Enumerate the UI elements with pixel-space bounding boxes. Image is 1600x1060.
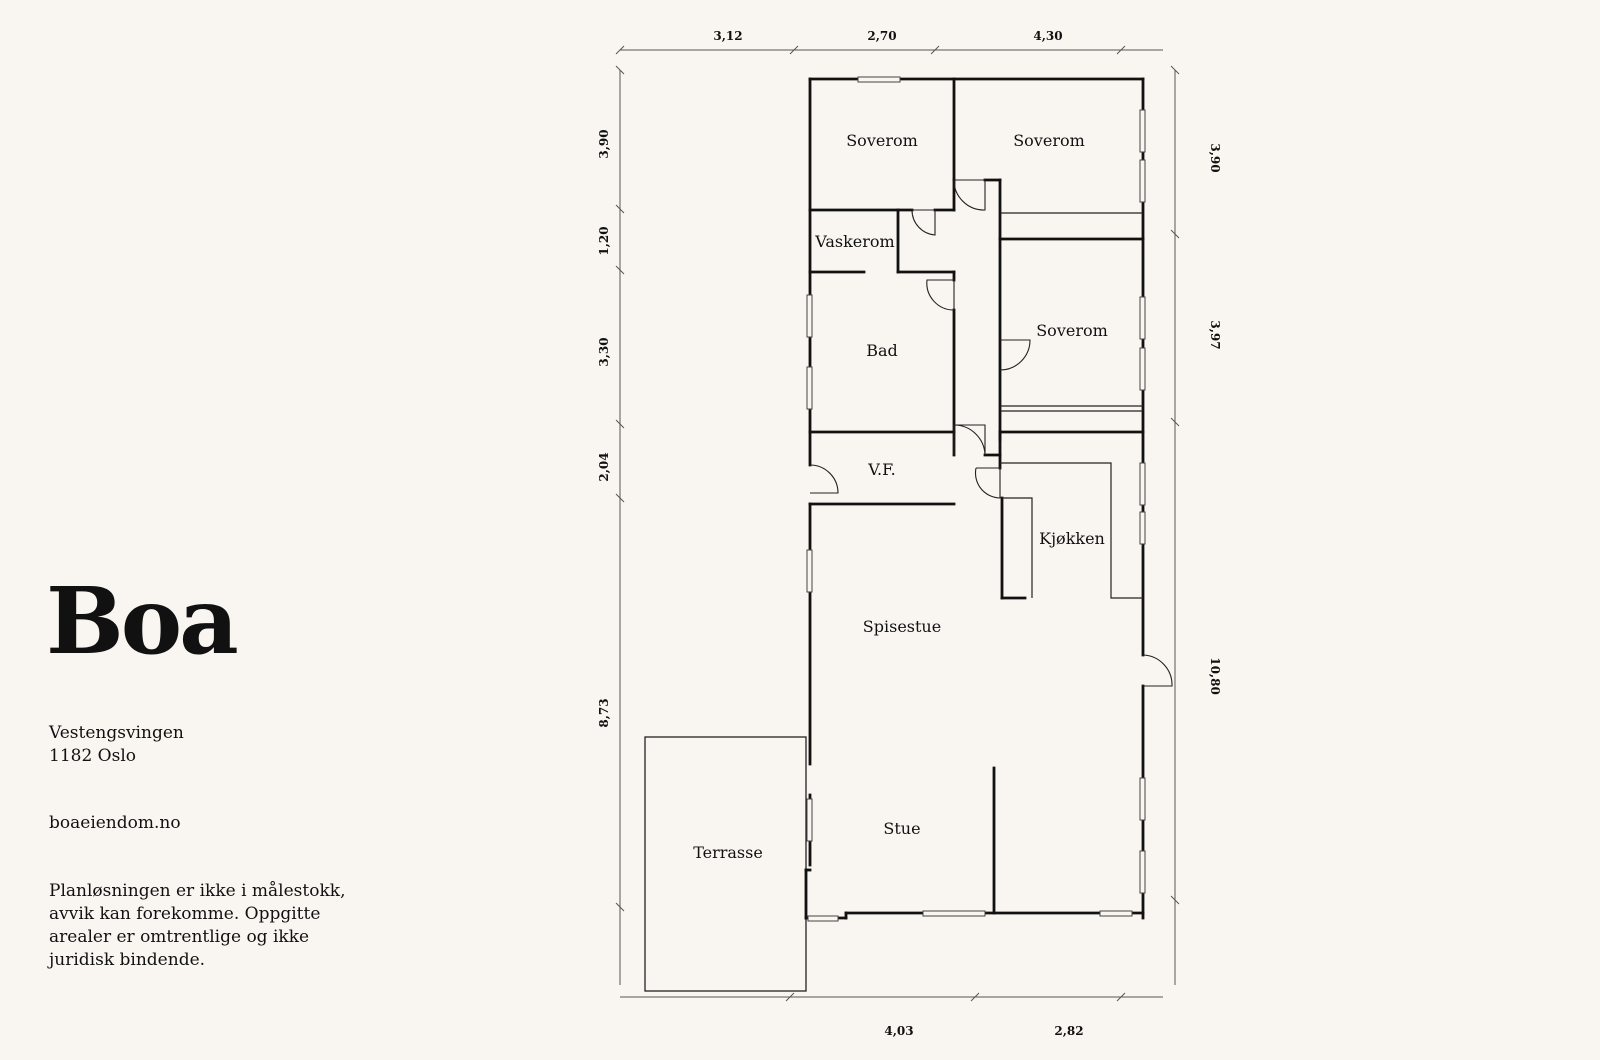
windows — [806, 76, 1146, 922]
dim-top-2: 2,70 — [867, 29, 896, 43]
dim-right-1: 3,90 — [1208, 143, 1222, 172]
address-street: Vestengsvingen — [49, 723, 184, 743]
room-label-bedroom-3: Soverom — [1036, 321, 1108, 340]
room-label-living: Stue — [883, 819, 920, 838]
address-postal: 1182 Oslo — [49, 746, 137, 766]
terrace-outline — [644, 736, 807, 992]
room-label-bathroom: Bad — [866, 341, 898, 360]
dim-top-3: 4,30 — [1033, 29, 1062, 43]
room-label-bedroom-2: Soverom — [1013, 131, 1085, 150]
brand-logo: Boa — [46, 567, 239, 675]
dim-top-1: 3,12 — [713, 29, 742, 43]
dim-left-1: 3,90 — [597, 129, 611, 158]
room-label-bedroom-1: Soverom — [846, 131, 918, 150]
dim-bottom-2: 2,82 — [1054, 1024, 1083, 1038]
room-label-terrace: Terrasse — [693, 843, 763, 862]
dim-left-4: 2,04 — [597, 452, 611, 481]
room-label-wc: V.F. — [867, 460, 896, 479]
room-label-kitchen: Kjøkken — [1039, 529, 1105, 548]
dim-right-2: 3,97 — [1208, 320, 1222, 349]
address: Vestengsvingen 1182 Oslo — [49, 722, 184, 768]
room-label-dining: Spisestue — [863, 617, 941, 636]
disclaimer-text: Planløsningen er ikke i målestokk, avvik… — [49, 881, 346, 970]
counters — [1000, 212, 1143, 599]
dim-left-2: 1,20 — [597, 226, 611, 255]
dim-right-3: 10,80 — [1208, 657, 1222, 695]
dim-left-5: 8,73 — [597, 698, 611, 727]
dim-left-3: 3,30 — [597, 337, 611, 366]
room-label-laundry: Vaskerom — [814, 232, 894, 251]
website-link[interactable]: boaeiendom.no — [49, 813, 181, 833]
walls — [804, 77, 1145, 920]
dimension-lines — [615, 45, 1180, 1002]
door-swings — [809, 179, 1173, 687]
dim-bottom-1: 4,03 — [884, 1024, 913, 1038]
